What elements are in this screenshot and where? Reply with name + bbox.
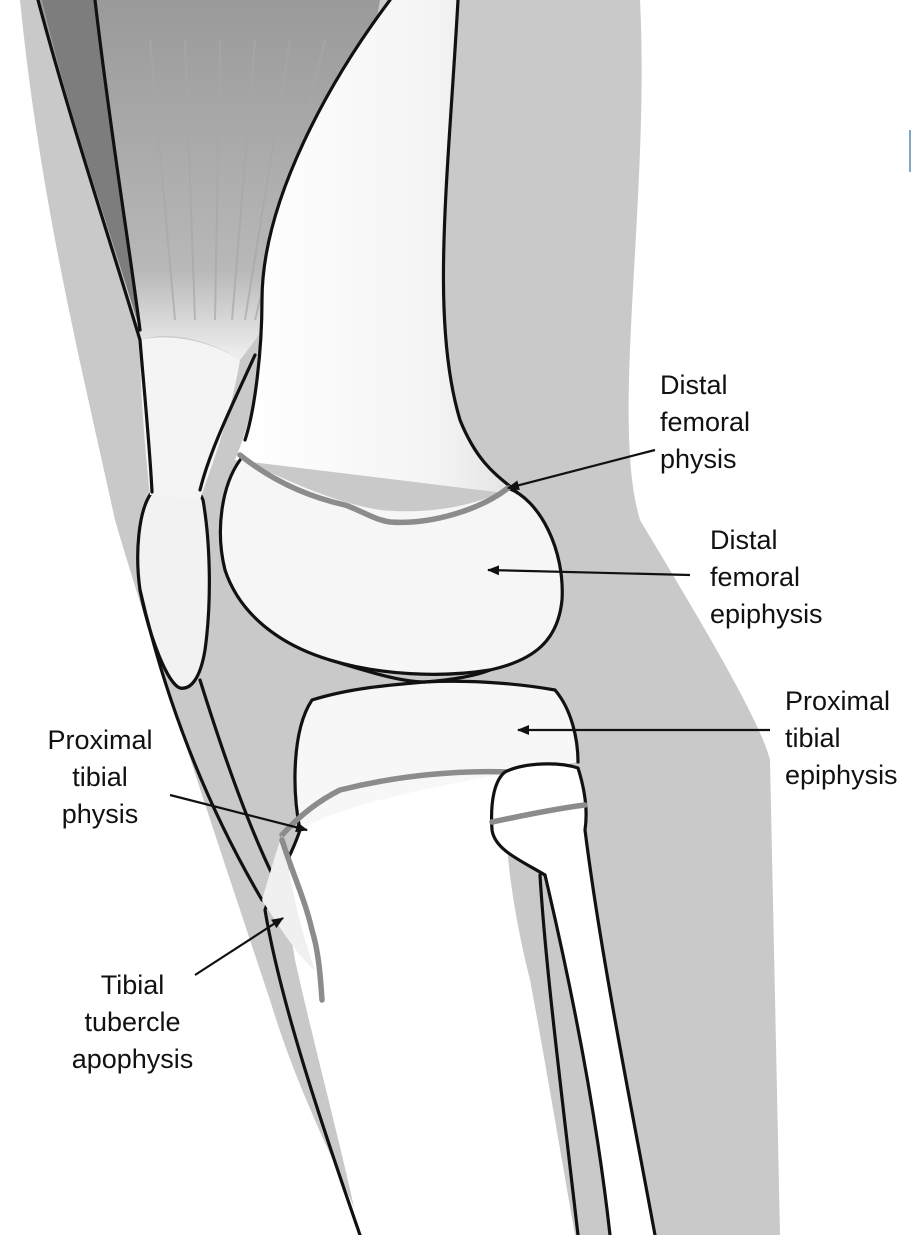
patella <box>138 483 210 688</box>
label-proximal-tibial-epiphysis: Proximal tibial epiphysis <box>785 683 898 794</box>
label-distal-femoral-physis: Distal femoral physis <box>660 367 750 478</box>
label-tibial-tubercle-apophysis: Tibial tubercle apophysis <box>60 967 205 1078</box>
label-proximal-tibial-physis: Proximal tibial physis <box>30 722 170 833</box>
label-distal-femoral-epiphysis: Distal femoral epiphysis <box>710 522 823 633</box>
